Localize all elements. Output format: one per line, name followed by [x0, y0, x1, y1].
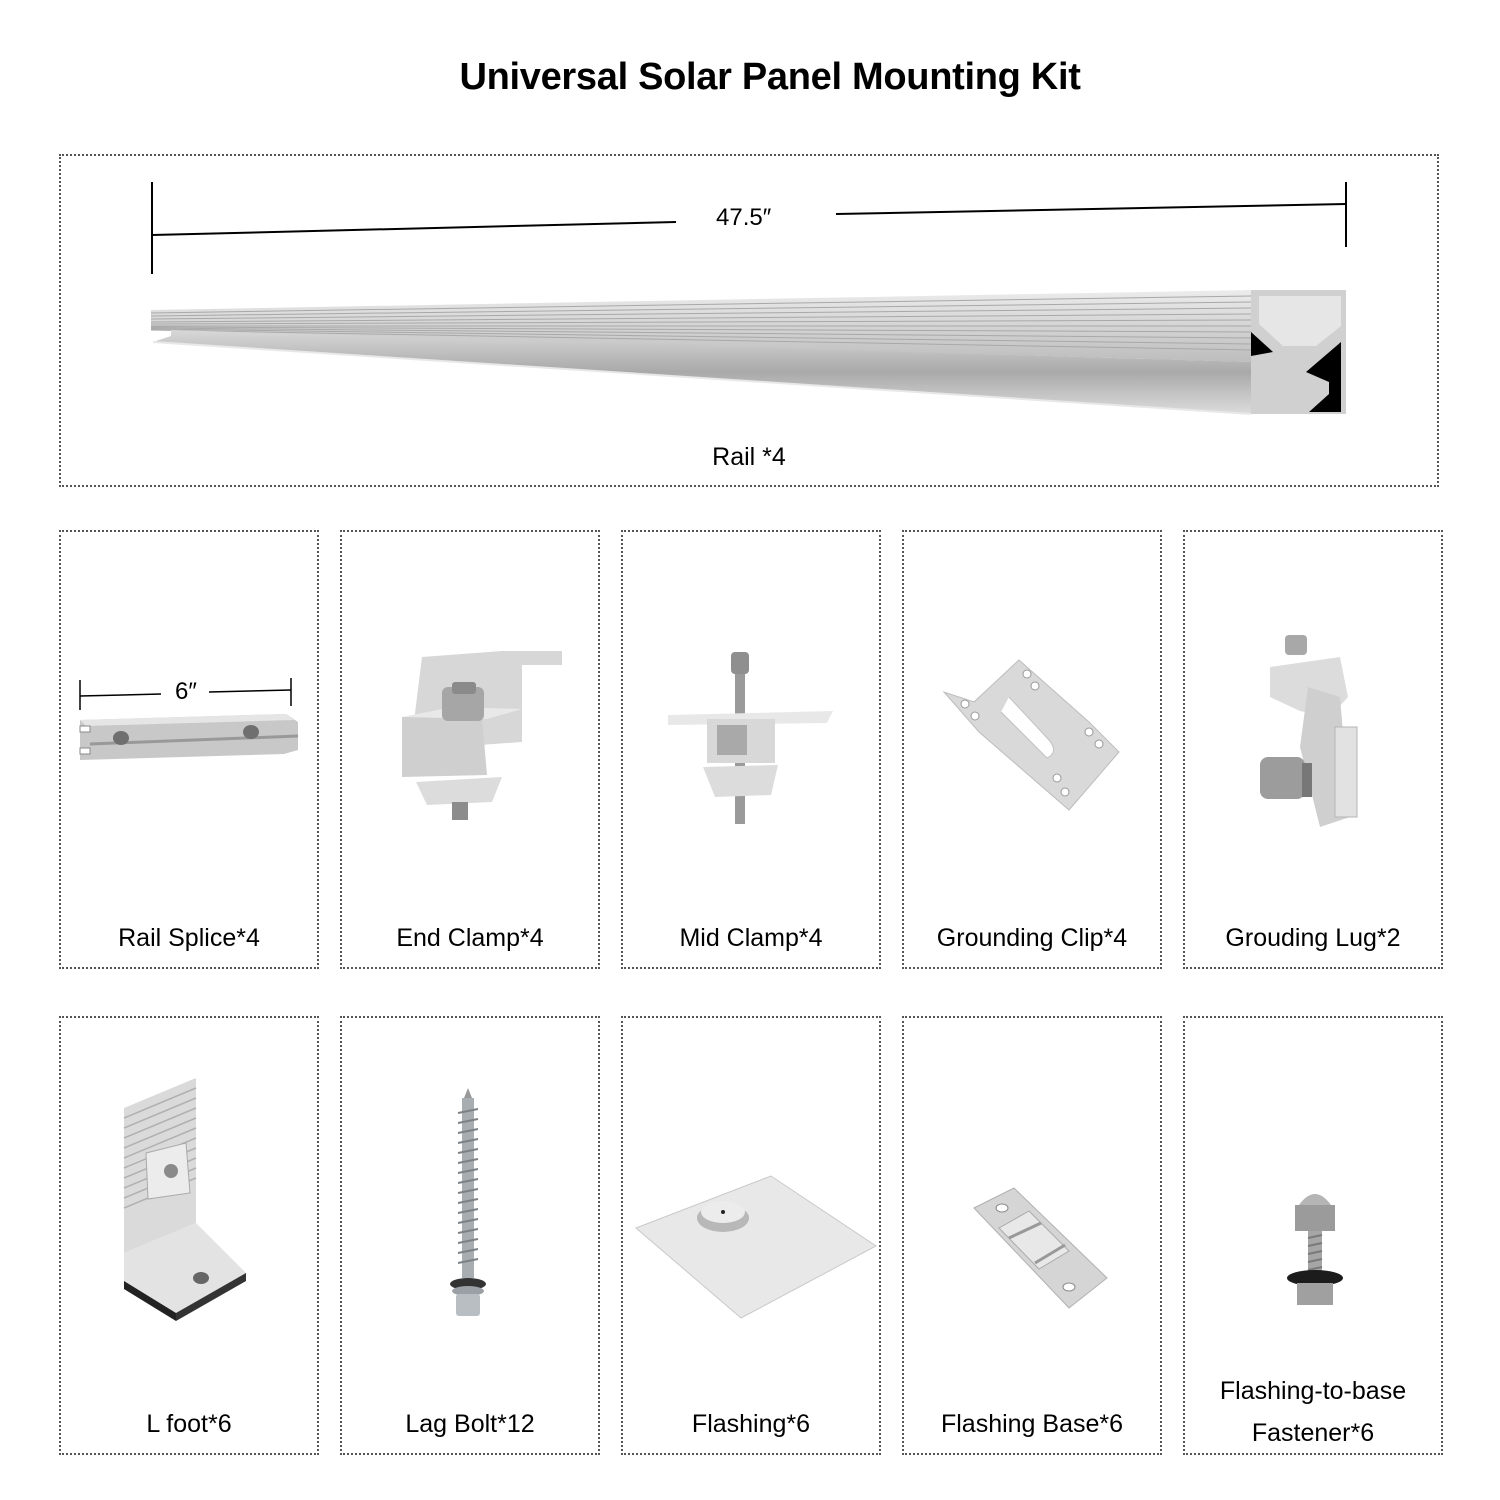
grounding-clip-image: [942, 659, 1120, 811]
part-label-line-2: Fastener*6: [1251, 1419, 1375, 1447]
part-card-mid-clamp: Mid Clamp*4: [621, 530, 881, 969]
part-label: Mid Clamp*4: [679, 924, 823, 952]
part-label: Grouding Lug*2: [1225, 924, 1401, 952]
rail-dimension-indicator: [151, 182, 1347, 274]
rail-length-label: 47.5″: [716, 204, 772, 231]
part-card-rail-splice: 6″ Rail Splice*4: [59, 530, 319, 969]
part-label: Flashing*6: [691, 1410, 811, 1438]
part-label: Flashing Base*6: [940, 1410, 1124, 1438]
flashing-base-image: [973, 1187, 1108, 1309]
part-label: L foot*6: [146, 1410, 232, 1438]
rail-panel: 47.5″: [59, 154, 1439, 487]
lag-bolt-image: [450, 1088, 486, 1316]
fastener-image: [1287, 1194, 1343, 1305]
page-title: Universal Solar Panel Mounting Kit: [459, 56, 1081, 98]
part-card-grounding-clip: Grounding Clip*4: [902, 530, 1162, 969]
end-clamp-image: [402, 651, 562, 820]
part-label: End Clamp*4: [396, 924, 544, 952]
rail-splice-image: [79, 714, 299, 760]
part-label: Grounding Clip*4: [936, 924, 1128, 952]
part-card-grounding-lug: Grouding Lug*2: [1183, 530, 1443, 969]
flashing-image: [635, 1175, 877, 1319]
rail-splice-dimension-indicator: [79, 678, 292, 710]
part-label-line-1: Flashing-to-base: [1219, 1377, 1407, 1405]
part-card-fastener: Flashing-to-base Fastener*6: [1183, 1016, 1443, 1455]
part-card-lag-bolt: Lag Bolt*12: [340, 1016, 600, 1455]
part-card-end-clamp: End Clamp*4: [340, 530, 600, 969]
part-card-flashing-base: Flashing Base*6: [902, 1016, 1162, 1455]
l-foot-image: [123, 1078, 246, 1321]
part-card-l-foot: L foot*6: [59, 1016, 319, 1455]
rail-label: Rail *4: [712, 443, 786, 471]
grounding-lug-image: [1260, 635, 1358, 827]
rail-splice-length-label: 6″: [175, 678, 197, 705]
mid-clamp-image: [668, 652, 833, 824]
part-card-flashing: Flashing*6: [621, 1016, 881, 1455]
rail-image: [150, 290, 1346, 415]
part-label: Rail Splice*4: [118, 924, 260, 952]
part-label: Lag Bolt*12: [405, 1410, 535, 1438]
